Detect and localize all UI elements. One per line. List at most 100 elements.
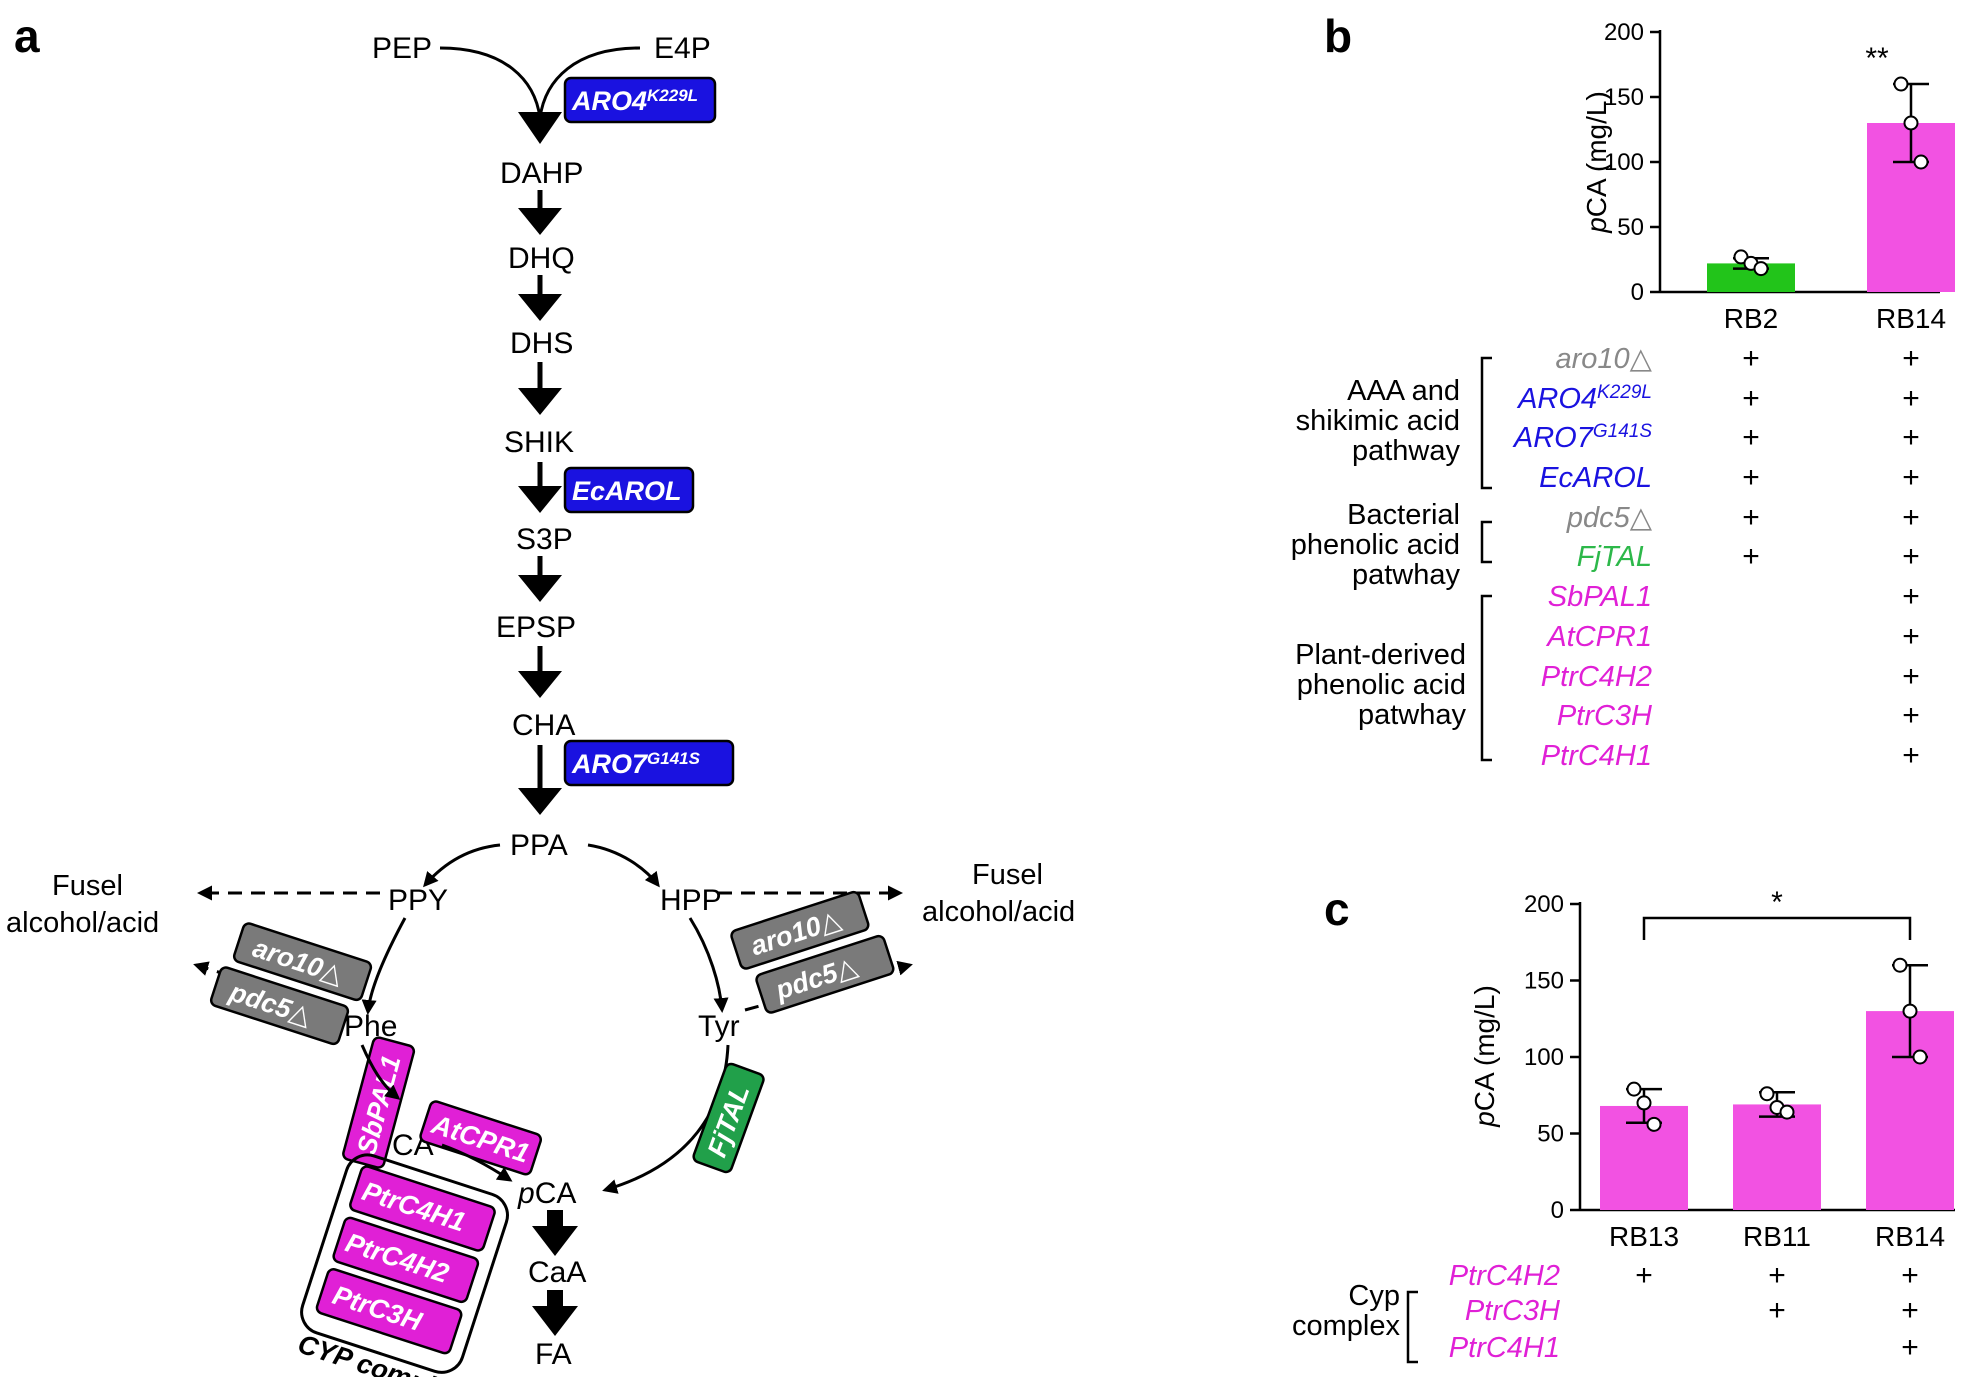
x-tick-label-rb13: RB13 (1609, 1221, 1679, 1252)
arrow-ppa-hpp (587, 843, 660, 888)
gene-row-label: PtrC3H (1557, 700, 1652, 732)
cyp-gene-row-label: PtrC4H2 (1449, 1260, 1560, 1292)
gene-row-label: PtrC4H1 (1541, 740, 1652, 772)
y-tick-label: 50 (1537, 1121, 1564, 1148)
metabolite-phe: Phe (344, 1010, 397, 1043)
data-point (1779, 1104, 1795, 1120)
rb13-plus: + (1635, 1259, 1653, 1292)
rb2-plus: + (1742, 461, 1760, 494)
rb14-plus: + (1902, 421, 1920, 454)
rb14-plus: + (1902, 382, 1920, 415)
y-tick-label: 100 (1604, 149, 1644, 176)
data-point (1893, 76, 1909, 92)
y-tick-label: 100 (1524, 1044, 1564, 1071)
fusel-right-line1: Fusel (972, 859, 1043, 891)
arrow-ca-pca (441, 1143, 513, 1182)
gene-row-label: ARO4K229L (1516, 382, 1652, 415)
data-point (1912, 1049, 1928, 1065)
group-plant-line1: Plant-derived (1295, 639, 1466, 671)
arrow-ppa-ppy (423, 843, 501, 888)
enzyme-aro7-label: ARO7G141S (571, 749, 701, 779)
y-tick-label: 200 (1604, 19, 1644, 46)
rb2-plus: + (1742, 501, 1760, 534)
gene-row-label: FjTAL (1577, 541, 1652, 573)
rb2-plus: + (1742, 382, 1760, 415)
rb11-plus: + (1768, 1294, 1786, 1327)
arrowhead-dahp (518, 112, 562, 144)
chart-c-comparison-bracket (1642, 916, 1912, 940)
x-tick-label-rb11: RB11 (1743, 1221, 1811, 1252)
rb14-plus: + (1902, 540, 1920, 573)
enzyme-box-ecarol (563, 466, 695, 514)
enzyme-box-aro7 (563, 739, 735, 787)
group-bacterial-line2: phenolic acid (1291, 529, 1460, 561)
data-point (1626, 1081, 1642, 1097)
gene-row-label: ARO7G141S (1512, 421, 1652, 454)
y-tick-label: 150 (1524, 968, 1564, 995)
rb2-plus: + (1742, 342, 1760, 375)
rb14-plus: + (1901, 1331, 1919, 1364)
chart-b-yticks: 0 50 100 150 200 (1604, 19, 1660, 306)
rb14-plus: + (1902, 739, 1920, 772)
panel-b-label: b (1324, 10, 1352, 62)
metabolite-dhq: DHQ (508, 242, 575, 275)
panel-a: a PEP E4P ARO4K229L DAHP DHQ DHS SHIK S3… (6, 10, 1075, 1377)
y-tick-label: 150 (1604, 84, 1644, 111)
chart-c-ylabel: pCA (mg/L) (1469, 985, 1500, 1128)
metabolite-ppa: PPA (510, 829, 568, 862)
panel-c-gene-table: PtrC4H2+++PtrC3H++PtrC4H1+ (1449, 1259, 1919, 1364)
rb2-plus: + (1742, 421, 1760, 454)
metabolite-shik: SHIK (504, 426, 574, 459)
metabolite-dhs: DHS (510, 327, 573, 360)
y-tick-label: 50 (1617, 214, 1644, 241)
arrow-ppy-phe (361, 917, 407, 1015)
data-point (1753, 261, 1769, 277)
arrow-e4p (538, 46, 641, 119)
enzyme-box-atcpr1: AtCPR1 (419, 1100, 543, 1176)
x-tick-label-rb2: RB2 (1724, 303, 1778, 334)
rb2-plus: + (1742, 540, 1760, 573)
fusel-left-line1: Fusel (52, 870, 123, 902)
chart-b-ylabel: pCA (mg/L) (1581, 91, 1612, 234)
gene-row-label: EcAROL (1539, 462, 1652, 494)
data-point (1646, 1116, 1662, 1132)
panel-a-label: a (14, 10, 40, 62)
rb14-plus: + (1901, 1259, 1919, 1292)
rb14-plus: + (1902, 699, 1920, 732)
gene-row-label: pdc5△ (1566, 502, 1653, 534)
data-point (1636, 1095, 1652, 1111)
fusel-right-line2: alcohol/acid (922, 896, 1075, 928)
metabolite-hpp: HPP (660, 884, 722, 917)
data-point (1892, 957, 1908, 973)
group-cyp-line1: Cyp (1348, 1280, 1400, 1312)
group-aaa-line1: AAA and (1347, 375, 1460, 407)
metabolite-epsp: EPSP (496, 611, 576, 644)
arrow-phe-ca (360, 1044, 401, 1100)
gene-row-label: SbPAL1 (1548, 581, 1652, 613)
thick-arrows (532, 1210, 578, 1336)
metabolite-ppy: PPY (388, 884, 448, 917)
metabolite-fa: FA (535, 1338, 572, 1371)
metabolite-e4p: E4P (654, 32, 711, 65)
y-tick-label: 0 (1631, 279, 1644, 306)
group-plant-line3: patwhay (1358, 699, 1467, 731)
y-tick-label: 0 (1551, 1197, 1564, 1224)
cyp-complex-outline (300, 1153, 509, 1374)
group-plant-line2: phenolic acid (1297, 669, 1466, 701)
group-cyp-line2: complex (1292, 1310, 1400, 1342)
data-point (1759, 1086, 1775, 1102)
x-tick-label-rb14: RB14 (1876, 303, 1946, 334)
gene-row-label: AtCPR1 (1545, 621, 1652, 653)
enzyme-box-aro4 (563, 76, 717, 124)
cyp-complex: PtrC4H1 PtrC4H2 PtrC3H CYP complex (294, 1153, 509, 1377)
rb11-plus: + (1768, 1259, 1786, 1292)
bar-rb11 (1733, 1104, 1821, 1210)
data-point (1913, 154, 1929, 170)
fusel-left-line2: alcohol/acid (6, 907, 159, 939)
